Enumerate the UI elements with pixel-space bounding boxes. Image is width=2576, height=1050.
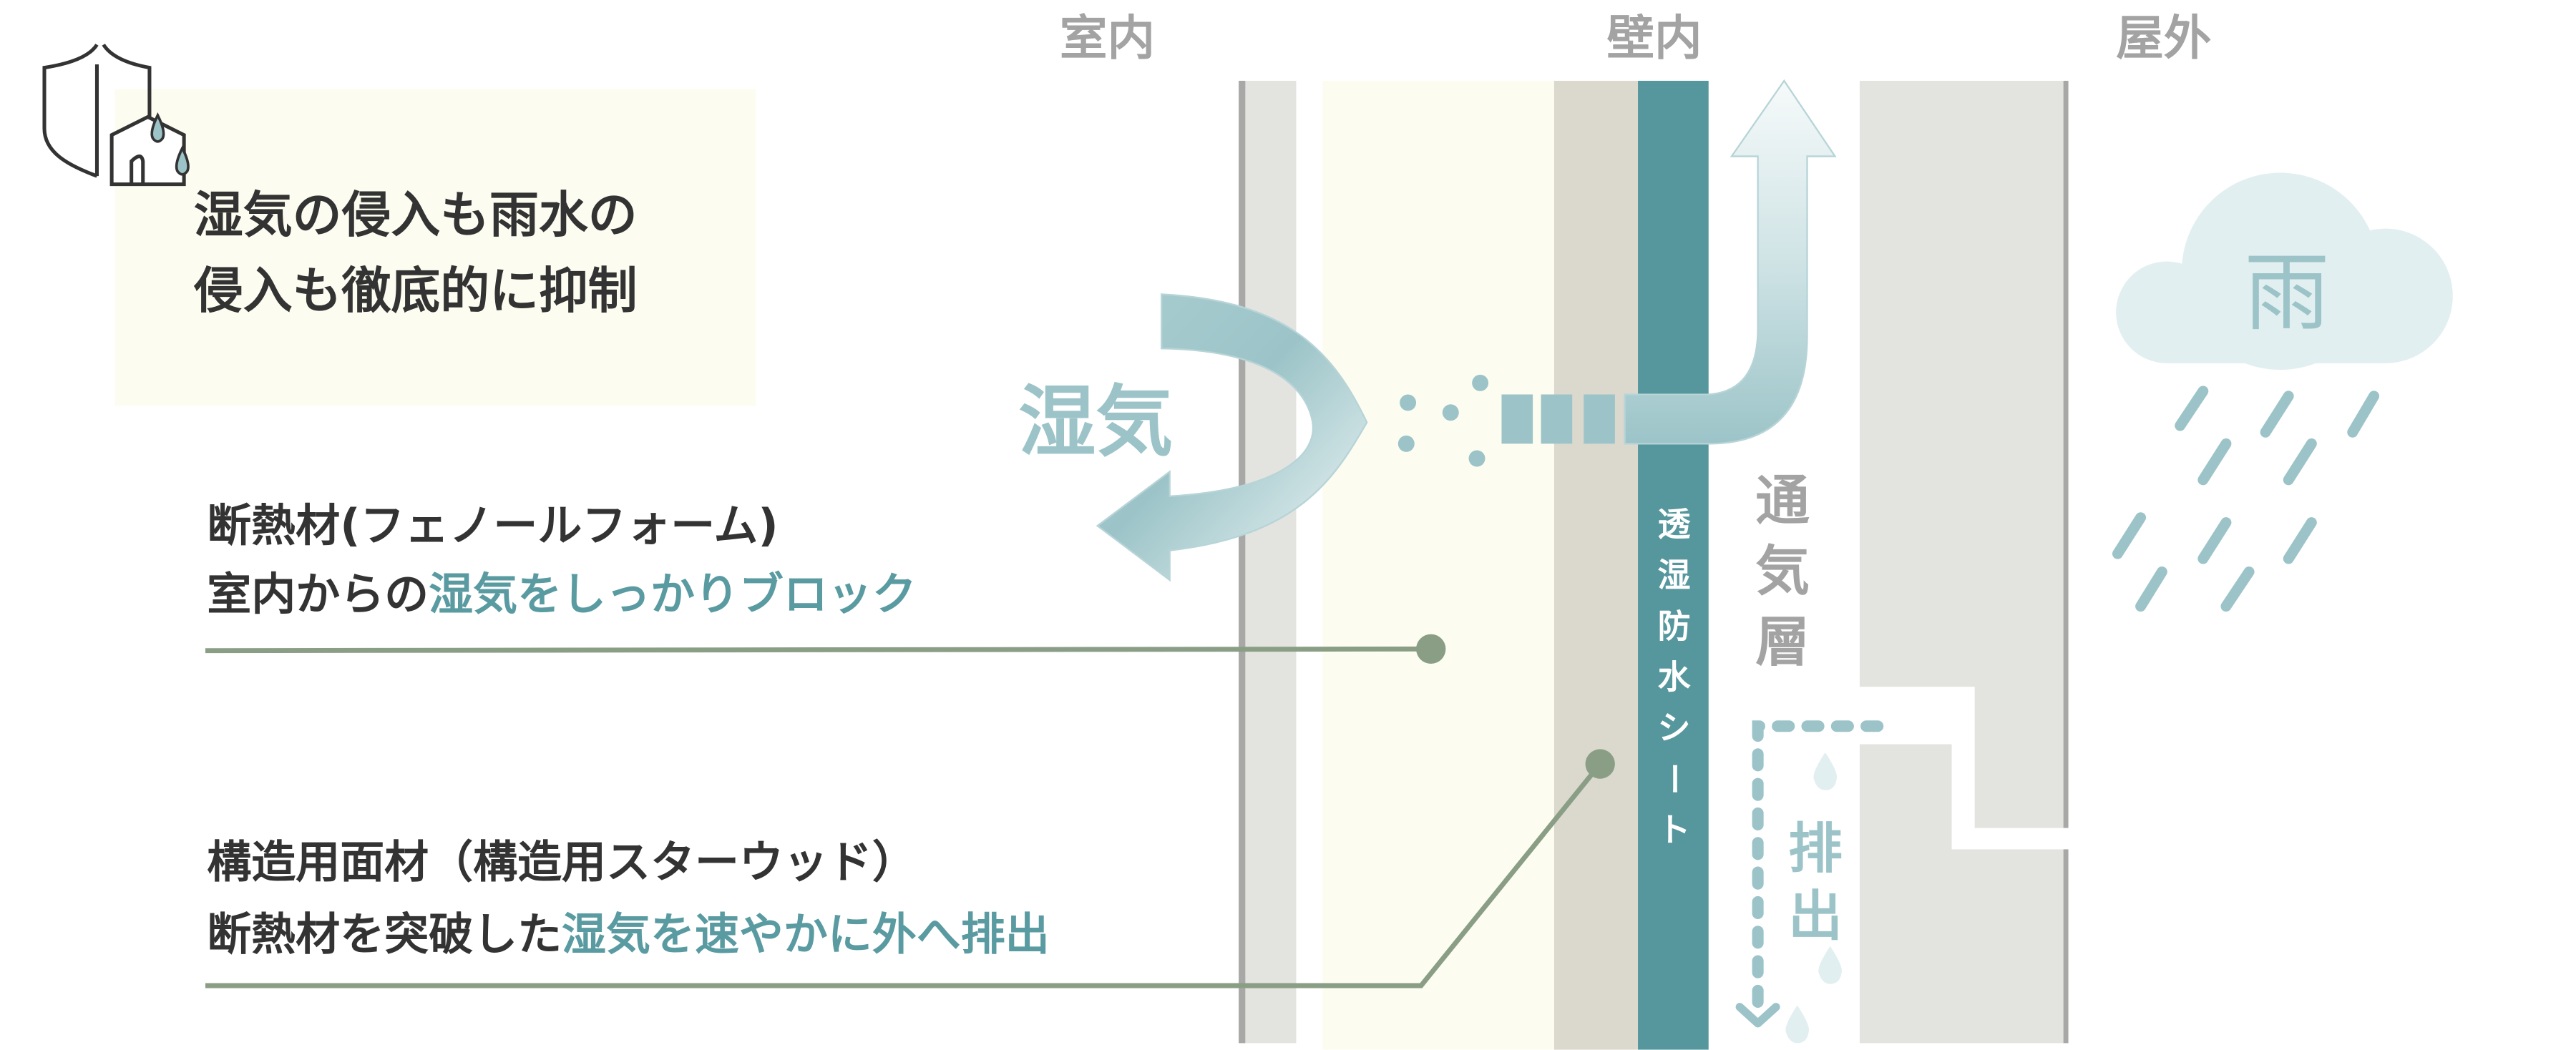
sheet-label-char: シ [1658, 709, 1691, 747]
drain-chevron-icon [1735, 1003, 1780, 1028]
callout-structural-desc: 断熱材を突破した湿気を速やかに外へ排出 [207, 908, 1049, 960]
heading-outdoor: 屋外 [2116, 10, 2211, 66]
interior-board-edge [1239, 80, 1246, 1044]
exterior-siding-lower [1859, 744, 2069, 1044]
feature-box [114, 89, 756, 406]
sheet-label: 透 湿 防 水 シ ー ト [1654, 505, 1693, 849]
callout-desc-plain: 断熱材を突破した [207, 908, 562, 960]
drain-label-char: 出 [1788, 885, 1843, 948]
callout-insulation-title: 断熱材(フェノールフォーム) [207, 499, 778, 551]
raindrops-icon [2112, 386, 2380, 612]
sheet-label-char: 湿 [1658, 556, 1691, 594]
drain-label-char: 排 [1788, 818, 1843, 880]
sheet-label-char: ー [1654, 762, 1693, 795]
drain-dotted-arrow [1752, 720, 1884, 1008]
interior-board [1239, 80, 1297, 1044]
callout-insulation-dot [1416, 634, 1446, 664]
callout-desc-highlight: 湿気をしっかりブロック [429, 568, 917, 620]
breathable-waterproof-sheet [1638, 80, 1709, 1050]
air-layer-char: 気 [1755, 540, 1810, 603]
callout-desc-highlight: 湿気を速やかに外へ排出 [562, 908, 1050, 960]
moisture-label: 湿気 [1018, 378, 1173, 467]
sheet-label-char: 防 [1658, 607, 1691, 645]
sheet-label-char: 透 [1658, 505, 1692, 544]
air-layer-label: 通 気 層 [1755, 469, 1810, 673]
callout-insulation-leader [205, 646, 1431, 654]
air-layer-char: 通 [1755, 469, 1810, 532]
sheet-label-char: ト [1658, 810, 1691, 849]
rain-cloud-icon [2116, 172, 2453, 371]
sheet-label-char: 水 [1658, 657, 1692, 696]
exterior-siding-upper [1859, 80, 2069, 828]
feature-text-line2: 侵入も徹底的に抑制 [193, 262, 638, 320]
callout-structural-dot [1585, 749, 1615, 779]
heading-in-wall: 壁内 [1606, 10, 1702, 66]
moisture-particles [1397, 374, 1615, 467]
insulation-layer [1322, 80, 1554, 1050]
water-drop-icons [1785, 752, 1842, 1044]
callout-desc-plain: 室内からの [207, 568, 429, 620]
moisture-deflect-arrow [1096, 293, 1368, 582]
callout-insulation-desc: 室内からの湿気をしっかりブロック [207, 568, 917, 620]
structural-panel [1553, 80, 1639, 1050]
exterior-siding-edge-upper [2063, 80, 2069, 828]
exterior-siding-edge-lower [2063, 849, 2069, 1044]
heading-indoor: 室内 [1060, 10, 1155, 66]
feature-text-line1: 湿気の侵入も雨水の [194, 187, 638, 244]
callout-structural-title: 構造用面材（構造用スターウッド） [207, 835, 917, 888]
shield-house-drop-icon [42, 43, 190, 187]
rain-label: 雨 [2244, 243, 2329, 343]
drain-label: 排 出 [1788, 818, 1843, 948]
callout-structural-leader [205, 762, 1602, 988]
moisture-exhaust-arrow [1624, 79, 1837, 445]
air-layer-char: 層 [1755, 610, 1810, 673]
